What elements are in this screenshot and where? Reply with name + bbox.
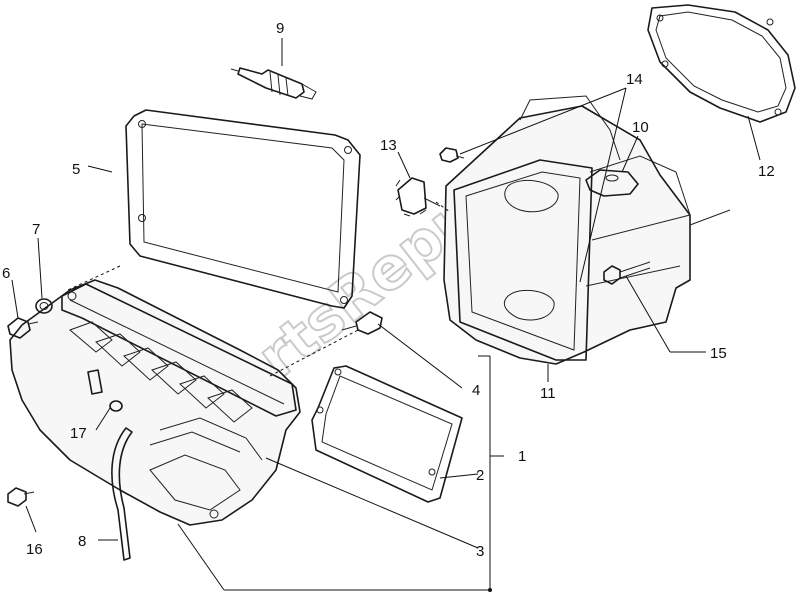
part-13-bolt xyxy=(395,177,441,217)
part-7-washer xyxy=(35,298,53,314)
callout-3: 3 xyxy=(476,543,484,560)
callout-1: 1 xyxy=(518,448,526,465)
callout-12: 12 xyxy=(758,163,775,180)
callout-6: 6 xyxy=(2,265,10,282)
part-17-clip xyxy=(109,400,123,412)
leader-lines xyxy=(11,38,761,592)
callout-16: 16 xyxy=(26,541,43,558)
callout-5: 5 xyxy=(72,161,80,178)
part-11-housing xyxy=(443,95,731,365)
callout-11: 11 xyxy=(540,385,556,402)
part-4-bolt xyxy=(341,311,383,335)
callout-9: 9 xyxy=(276,20,284,37)
part-2-gasket xyxy=(311,365,463,503)
callout-7: 7 xyxy=(32,221,40,238)
part-9-spark-plug xyxy=(230,67,317,100)
callout-4: 4 xyxy=(472,382,480,399)
callout-17: 17 xyxy=(70,425,87,442)
part-3-head-cover xyxy=(9,279,301,561)
part-12-gasket xyxy=(647,4,796,123)
callout-8: 8 xyxy=(78,533,86,550)
part-16-screw xyxy=(7,487,35,507)
callout-10: 10 xyxy=(632,119,649,136)
callout-2: 2 xyxy=(476,467,484,484)
part-5-gasket xyxy=(125,109,361,309)
callout-14: 14 xyxy=(626,71,643,88)
callout-13: 13 xyxy=(380,137,397,154)
callout-15: 15 xyxy=(710,345,727,362)
